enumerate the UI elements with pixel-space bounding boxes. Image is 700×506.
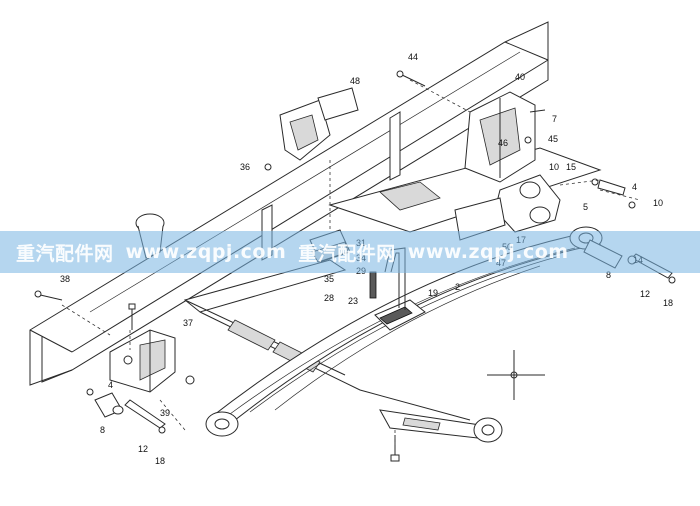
callout-8: 8 <box>606 270 611 280</box>
frame-rail <box>29 21 549 386</box>
callout-15: 15 <box>566 162 576 172</box>
callout-5: 5 <box>583 202 588 212</box>
callout-10b: 10 <box>653 198 663 208</box>
torque-rod <box>379 409 503 443</box>
leader-lines <box>61 79 641 446</box>
clamp-plate <box>374 299 426 331</box>
top-mount-bracket <box>279 87 359 161</box>
watermark-brand: 重汽配件网 <box>16 242 114 265</box>
callout-36: 36 <box>240 162 250 172</box>
callout-18: 18 <box>663 298 673 308</box>
callout-35: 35 <box>324 274 334 284</box>
callout-2: 2 <box>455 282 460 292</box>
fasteners <box>34 70 546 462</box>
front-pin-set <box>86 375 195 434</box>
watermark-banner: 重汽配件网 www.zqpj.com 重汽配件网 www.zqpj.com <box>0 231 700 273</box>
rear-spring-bracket <box>464 91 536 183</box>
watermark-url: www.zqpj.com <box>125 241 287 263</box>
callout-18b: 18 <box>155 456 165 466</box>
callout-4b: 4 <box>108 380 113 390</box>
shackle-assembly <box>454 174 561 241</box>
callout-8b: 8 <box>100 425 105 435</box>
callout-12: 12 <box>640 289 650 299</box>
callout-46: 46 <box>498 138 508 148</box>
crosshair-mark <box>487 350 545 400</box>
callout-23: 23 <box>348 296 358 306</box>
watermark-brand-2: 重汽配件网 <box>298 242 396 265</box>
callout-45: 45 <box>548 134 558 144</box>
callout-39: 39 <box>160 408 170 418</box>
callout-10: 10 <box>549 162 559 172</box>
callout-44: 44 <box>408 52 418 62</box>
front-spring-bracket <box>109 329 176 393</box>
callout-28: 28 <box>324 293 334 303</box>
callout-38: 38 <box>60 274 70 284</box>
callout-37: 37 <box>183 318 193 328</box>
callout-19: 19 <box>428 288 438 298</box>
callout-48: 48 <box>350 76 360 86</box>
callout-4: 4 <box>632 182 637 192</box>
callout-7: 7 <box>552 114 557 124</box>
watermark-url-2: www.zqpj.com <box>407 241 569 263</box>
callout-40: 40 <box>515 72 525 82</box>
callout-12b: 12 <box>138 444 148 454</box>
